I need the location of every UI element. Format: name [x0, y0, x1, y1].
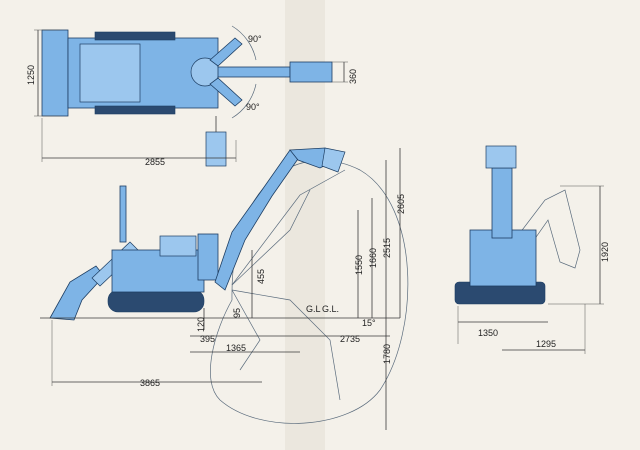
top-blade: [41, 29, 69, 117]
exhaust-stack: [119, 185, 127, 243]
top-track-lower: [94, 105, 176, 115]
rear-bucket: [485, 145, 517, 169]
top-cab: [79, 43, 141, 103]
top-outrigger-lower: [209, 77, 243, 107]
dim-bucket-label: 360: [348, 69, 358, 84]
dim-455: 455: [256, 269, 266, 284]
dim-1365: 1365: [226, 343, 246, 353]
rear-view: 1920 1350 1295: [454, 145, 610, 354]
side-engine-cover: [159, 235, 197, 257]
ground-line-label-1: G.L: [306, 304, 321, 314]
swing-angle-top-label: 90°: [248, 34, 262, 44]
top-bucket: [289, 61, 333, 83]
top-track-upper: [94, 31, 176, 41]
side-bucket: [321, 147, 346, 173]
dim-1660: 1660: [368, 248, 378, 268]
rear-body: [469, 229, 537, 287]
angle-label: 15°: [362, 318, 376, 328]
dim-1295: 1295: [536, 339, 556, 349]
dim-120: 120: [196, 317, 206, 332]
dim-95: 95: [232, 308, 242, 318]
dim-2605: 2605: [396, 194, 406, 214]
dim-395: 395: [200, 334, 215, 344]
top-view: 1250 2855 360 90° 90°: [26, 25, 358, 167]
dim-top-length-label: 2855: [145, 157, 165, 167]
top-outrigger-upper: [209, 37, 243, 67]
side-track: [107, 289, 205, 313]
dim-1920: 1920: [600, 242, 610, 262]
dim-2515: 2515: [382, 238, 392, 258]
dim-1350: 1350: [478, 328, 498, 338]
dim-1550: 1550: [354, 255, 364, 275]
ground-line-label-2: G.L.: [322, 304, 339, 314]
side-view: G.L G.L. 15° 1550 1660 2515 2605 1780 45…: [40, 147, 409, 430]
dim-1780: 1780: [382, 344, 392, 364]
swing-angle-bottom-label: 90°: [246, 102, 260, 112]
dim-2735: 2735: [340, 334, 360, 344]
rear-boom-mast: [491, 167, 513, 239]
top-hanging-bucket: [205, 131, 227, 167]
top-boom: [217, 66, 291, 78]
dim-3865: 3865: [140, 378, 160, 388]
dim-width-label: 1250: [26, 65, 36, 85]
control-station: [197, 233, 219, 281]
